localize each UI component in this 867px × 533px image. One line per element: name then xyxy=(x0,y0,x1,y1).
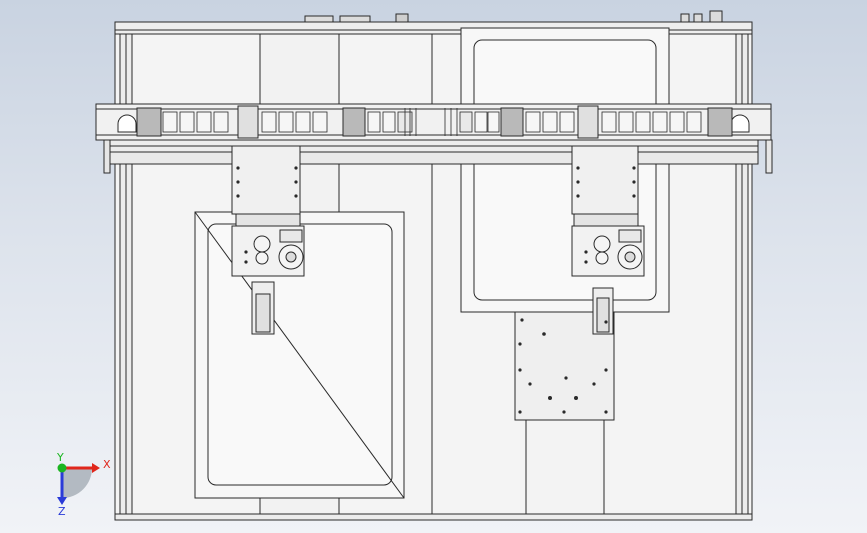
cable-chain-right xyxy=(444,108,702,136)
left-head-bolts xyxy=(236,166,298,264)
right-head-bolts xyxy=(576,166,636,264)
coordinate-triad: X Y Z xyxy=(56,451,111,518)
x-axis-label: X xyxy=(103,458,111,471)
triad-shadow xyxy=(62,468,92,498)
left-print-head xyxy=(231,145,305,335)
y-axis-label: Y xyxy=(56,451,64,464)
y-axis-dot xyxy=(57,463,67,473)
z-axis-arrowhead xyxy=(57,497,67,505)
z-axis-label: Z xyxy=(58,505,66,518)
cable-chain-left xyxy=(162,108,417,136)
x-axis-arrowhead xyxy=(92,463,100,473)
right-print-head xyxy=(571,145,645,335)
right-plate-holes xyxy=(518,318,608,414)
